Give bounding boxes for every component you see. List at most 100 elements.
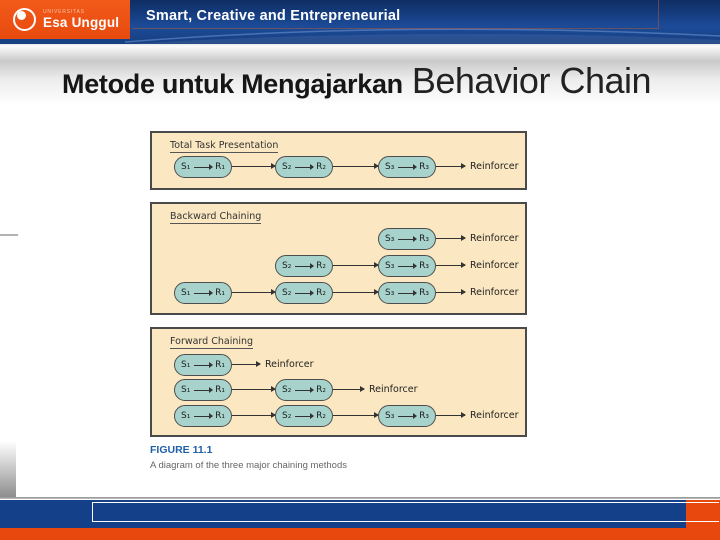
left-accent-line xyxy=(0,234,18,236)
stimulus-label: S₁ xyxy=(181,385,191,395)
header-tagline: Smart, Creative and Entrepreneurial xyxy=(146,8,401,24)
arrow-icon xyxy=(398,290,417,296)
response-label: R₁ xyxy=(215,360,225,370)
arrow-icon xyxy=(398,413,417,419)
panel-title: Total Task Presentation xyxy=(170,140,279,153)
chain-row: S₃ R₃ Reinforcer xyxy=(152,228,525,250)
stimulus-label: S₃ xyxy=(385,234,395,244)
arrow-icon xyxy=(295,164,314,170)
stimulus-response-pill: S₂ R₂ xyxy=(275,405,333,427)
response-label: R₁ xyxy=(215,162,225,172)
stimulus-label: S₃ xyxy=(385,288,395,298)
arrow-icon xyxy=(333,289,379,295)
stimulus-label: S₁ xyxy=(181,360,191,370)
reinforcer-label: Reinforcer xyxy=(470,161,519,172)
stimulus-response-pill: S₃ R₃ xyxy=(378,282,436,304)
stimulus-response-pill: S₁ R₁ xyxy=(174,282,232,304)
stimulus-label: S₂ xyxy=(282,411,292,421)
stimulus-response-pill: S₁ R₁ xyxy=(174,354,232,376)
panel-title: Forward Chaining xyxy=(170,336,254,349)
stimulus-label: S₂ xyxy=(282,385,292,395)
chain-row: S₂ R₂ S₃ R₃ Reinforcer xyxy=(152,255,525,277)
stimulus-label: S₁ xyxy=(181,162,191,172)
stimulus-response-pill: S₃ R₃ xyxy=(378,156,436,178)
chain-row: S₁ R₁ Reinforcer xyxy=(152,354,525,376)
stimulus-label: S₁ xyxy=(181,411,191,421)
arrow-icon xyxy=(194,164,213,170)
arrow-icon xyxy=(333,262,379,268)
response-label: R₃ xyxy=(419,411,429,421)
arrow-icon xyxy=(232,163,276,169)
reinforcer-label: Reinforcer xyxy=(470,287,519,298)
stimulus-response-pill: S₂ R₂ xyxy=(275,379,333,401)
response-label: R₃ xyxy=(419,288,429,298)
arrow-icon xyxy=(436,163,466,169)
footer-inner-frame xyxy=(92,502,719,522)
title-emphasis: Behavior Chain xyxy=(411,60,652,101)
arrow-icon xyxy=(436,289,466,295)
stimulus-label: S₂ xyxy=(282,288,292,298)
logo-block: Universitas Esa Unggul xyxy=(0,0,130,39)
figure-caption-text: A diagram of the three major chaining me… xyxy=(150,460,347,471)
response-label: R₁ xyxy=(215,385,225,395)
page-title: Metode untuk Mengajarkan Behavior Chain xyxy=(62,60,652,102)
stimulus-label: S₂ xyxy=(282,162,292,172)
arrow-icon xyxy=(295,290,314,296)
response-label: R₁ xyxy=(215,411,225,421)
panel-forward-chaining: Forward Chaining S₁ R₁ Reinforcer S₁ R₁ xyxy=(150,327,527,437)
arrow-icon xyxy=(398,236,417,242)
response-label: R₃ xyxy=(419,234,429,244)
stimulus-label: S₃ xyxy=(385,411,395,421)
figure-11-1: Total Task Presentation S₁ R₁ S₂ R₂ S₃ xyxy=(150,131,528,481)
logo-text: Universitas Esa Unggul xyxy=(43,8,120,30)
arrow-icon xyxy=(333,163,379,169)
response-label: R₂ xyxy=(316,411,326,421)
header-separator xyxy=(0,44,720,47)
reinforcer-label: Reinforcer xyxy=(470,410,519,421)
stimulus-response-pill: S₁ R₁ xyxy=(174,379,232,401)
logo-ring-icon xyxy=(13,8,36,31)
arrow-icon xyxy=(436,262,466,268)
reinforcer-label: Reinforcer xyxy=(369,384,418,395)
stimulus-label: S₃ xyxy=(385,261,395,271)
stimulus-response-pill: S₂ R₂ xyxy=(275,282,333,304)
arrow-icon xyxy=(295,387,314,393)
chain-row: S₁ R₁ S₂ R₂ S₃ R₃ Reinforcer xyxy=(152,405,525,427)
arrow-icon xyxy=(436,235,466,241)
left-gradient-bar xyxy=(0,441,16,497)
header-accent-line xyxy=(132,0,659,29)
footer-bar xyxy=(0,500,720,540)
arrow-icon xyxy=(232,386,276,392)
response-label: R₁ xyxy=(215,288,225,298)
reinforcer-label: Reinforcer xyxy=(470,260,519,271)
response-label: R₂ xyxy=(316,385,326,395)
stimulus-response-pill: S₃ R₃ xyxy=(378,228,436,250)
arrow-icon xyxy=(436,412,466,418)
stimulus-label: S₂ xyxy=(282,261,292,271)
stimulus-response-pill: S₁ R₁ xyxy=(174,405,232,427)
logo-dot-icon xyxy=(17,11,26,20)
logo-esa-unggul-label: Esa Unggul xyxy=(43,14,120,30)
stimulus-label: S₃ xyxy=(385,162,395,172)
response-label: R₂ xyxy=(316,162,326,172)
arrow-icon xyxy=(295,263,314,269)
header-bar: Universitas Esa Unggul Smart, Creative a… xyxy=(0,0,720,44)
arrow-icon xyxy=(398,263,417,269)
esa-unggul-logo-icon xyxy=(12,7,37,32)
panel-title: Backward Chaining xyxy=(170,211,262,224)
arrow-icon xyxy=(333,412,379,418)
chain-row: S₁ R₁ S₂ R₂ S₃ R₃ Reinforcer xyxy=(152,156,525,178)
chain-row: S₁ R₁ S₂ R₂ Reinforcer xyxy=(152,379,525,401)
figure-caption-label: FIGURE 11.1 xyxy=(150,444,213,456)
arrow-icon xyxy=(194,387,213,393)
arrow-icon xyxy=(194,413,213,419)
reinforcer-label: Reinforcer xyxy=(265,359,314,370)
arrow-icon xyxy=(398,164,417,170)
arrow-icon xyxy=(295,413,314,419)
panel-total-task-presentation: Total Task Presentation S₁ R₁ S₂ R₂ S₃ xyxy=(150,131,527,190)
reinforcer-label: Reinforcer xyxy=(470,233,519,244)
stimulus-label: S₁ xyxy=(181,288,191,298)
response-label: R₂ xyxy=(316,261,326,271)
logo-universitas-label: Universitas xyxy=(43,8,85,15)
